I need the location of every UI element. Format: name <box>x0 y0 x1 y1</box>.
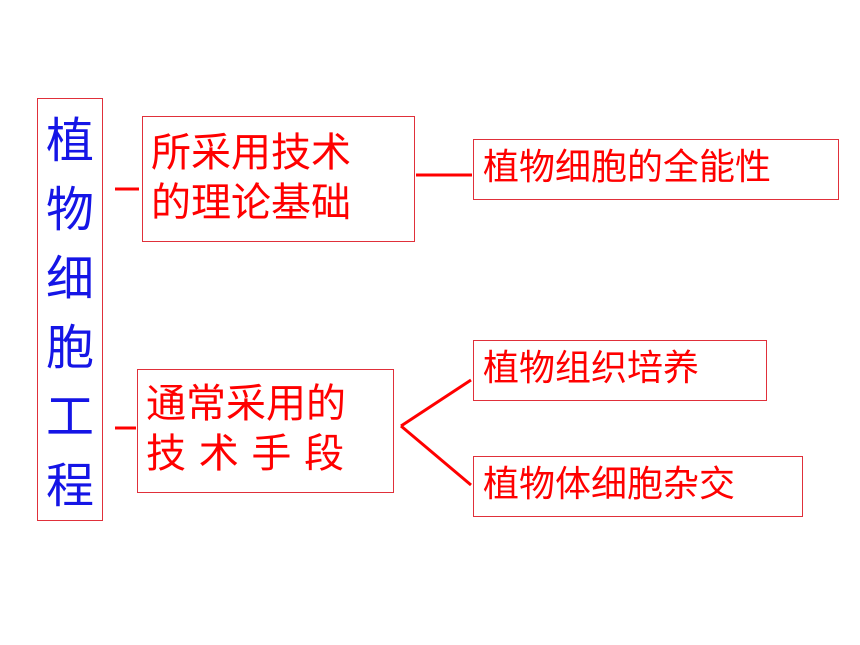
connector-tech-tissue <box>400 378 472 428</box>
branch-node-theory-line-1: 所采用技术 <box>151 130 351 176</box>
branch-node-theory: 所采用技术 的理论基础 <box>142 116 415 242</box>
branch-node-technique-label: 通常采用的 技 术 手 段 <box>146 379 346 479</box>
branch-node-theory-line-2: 的理论基础 <box>151 180 351 226</box>
branch-node-technique: 通常采用的 技 术 手 段 <box>137 369 394 493</box>
leaf-node-somatic-hybridization-label: 植物体细胞杂交 <box>483 464 736 505</box>
leaf-node-totipotency-label: 植物细胞的全能性 <box>483 147 772 188</box>
branch-node-technique-line-1: 通常采用的 <box>146 381 346 427</box>
leaf-node-totipotency: 植物细胞的全能性 <box>473 139 839 200</box>
leaf-node-tissue-culture-label: 植物组织培养 <box>483 348 700 389</box>
root-node-box: 植物细胞工程 <box>37 98 103 521</box>
leaf-node-somatic-hybridization: 植物体细胞杂交 <box>473 456 803 517</box>
branch-node-technique-line-2: 技 术 手 段 <box>146 431 345 477</box>
connector-tech-hybrid <box>400 424 472 487</box>
root-node-label: 植物细胞工程 <box>46 113 95 514</box>
leaf-node-tissue-culture: 植物组织培养 <box>473 340 767 401</box>
branch-node-theory-label: 所采用技术 的理论基础 <box>151 128 351 228</box>
